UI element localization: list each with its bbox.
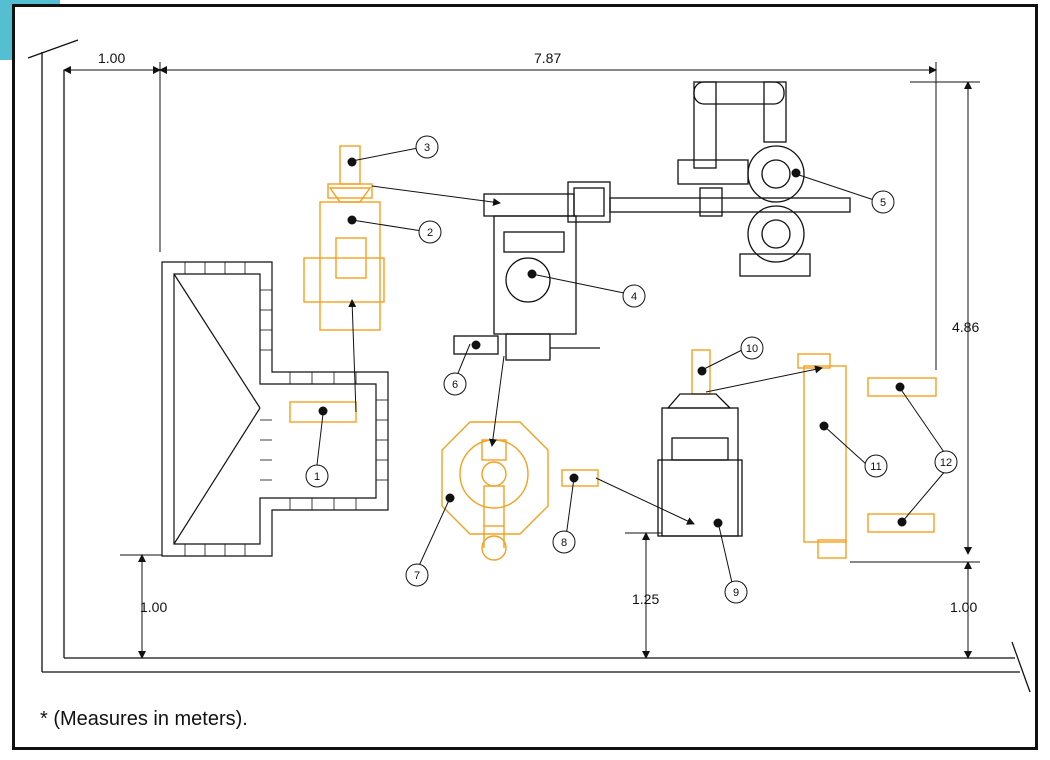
dim-bottom-mid: 1.25 (632, 591, 659, 607)
dim-top-left: 1.00 (98, 50, 125, 66)
callout-2: 2 (427, 227, 433, 239)
brick-furnace (161, 261, 389, 557)
leader-lines (316, 147, 947, 588)
item-dots (318, 157, 907, 528)
dark-equipment (453, 81, 851, 537)
dim-bottom-left: 1.00 (140, 599, 167, 615)
callout-10: 10 (746, 343, 758, 355)
dim-top-main: 7.87 (534, 50, 561, 66)
callout-9: 9 (733, 587, 739, 599)
callout-4: 4 (631, 291, 637, 303)
callout-11: 11 (870, 461, 881, 473)
drawing-frame (12, 4, 1038, 750)
callout-6: 6 (452, 379, 458, 391)
dim-bottom-right: 1.00 (950, 599, 977, 615)
room-walls (27, 39, 1031, 693)
callout-12: 12 (940, 457, 952, 469)
callout-3: 3 (424, 142, 430, 154)
callout-5: 5 (880, 197, 886, 209)
dimension-lines (63, 62, 980, 659)
footnote: * (Measures in meters). (40, 708, 248, 730)
dim-right-height: 4.86 (952, 319, 979, 335)
callout-7: 7 (414, 570, 420, 582)
callout-1: 1 (314, 471, 320, 483)
callout-circles (305, 135, 958, 604)
orange-equipment (289, 145, 937, 561)
callout-8: 8 (561, 537, 567, 549)
